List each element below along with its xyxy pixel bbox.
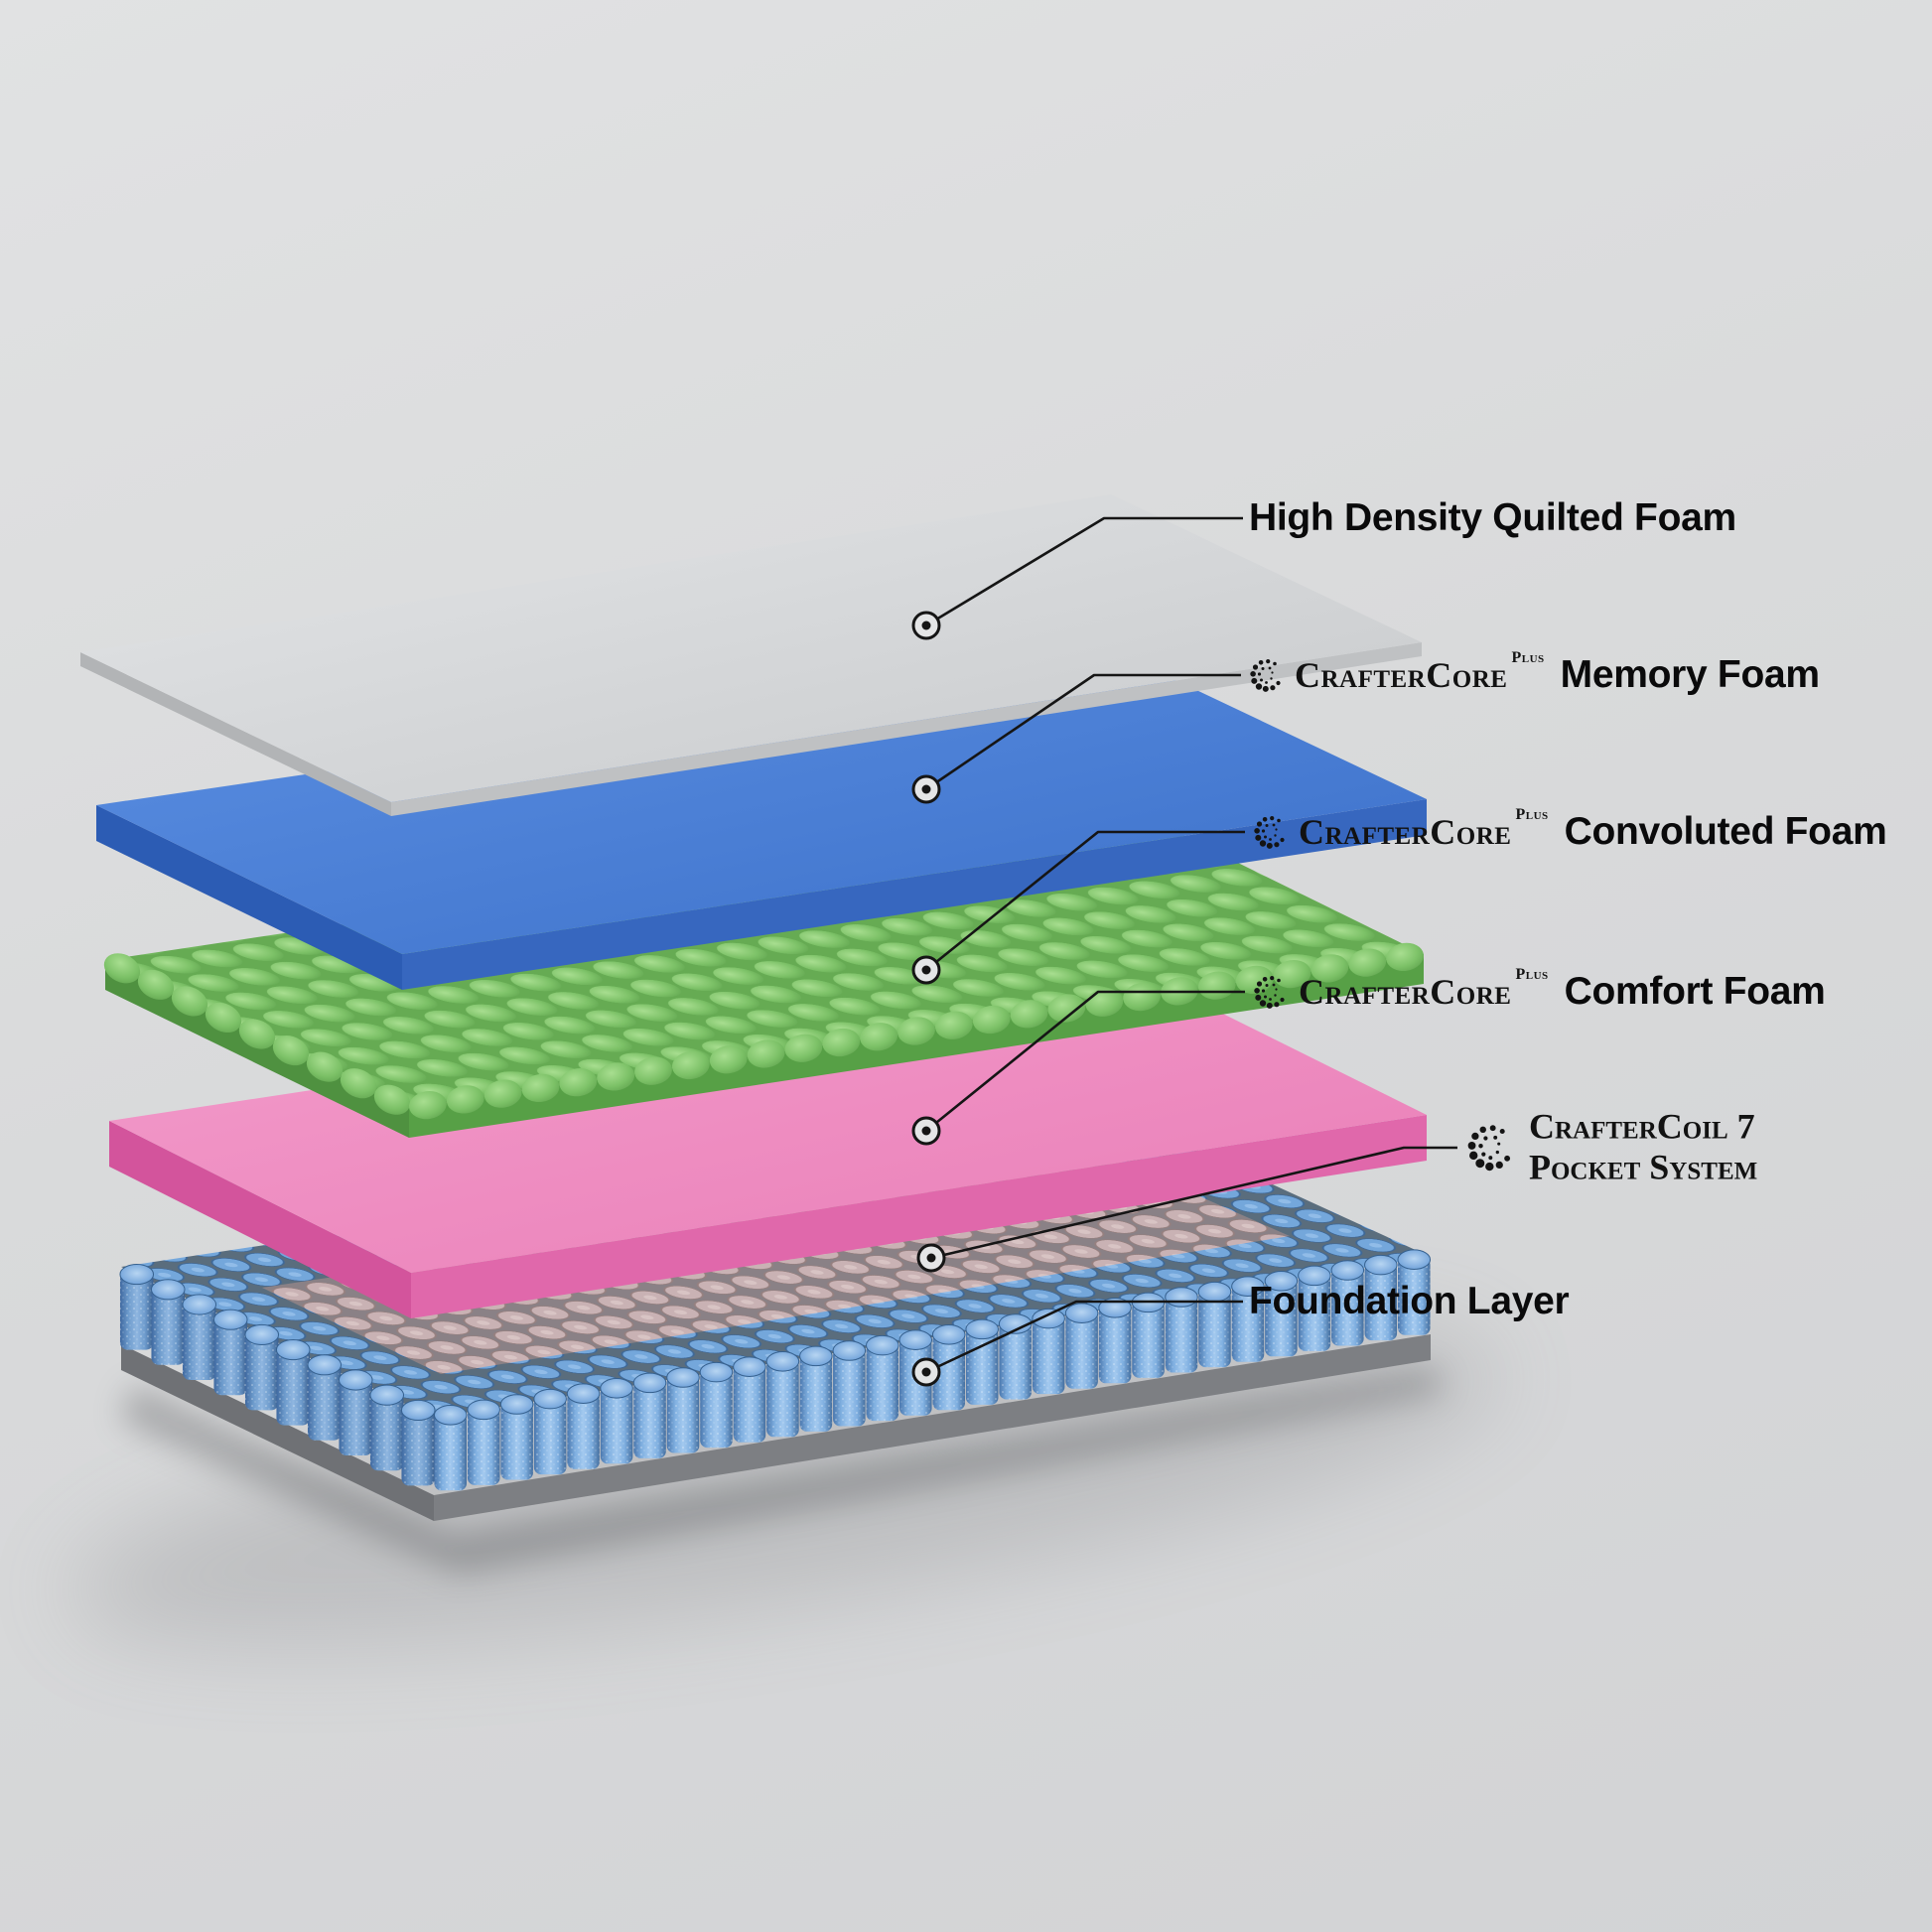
craftercoil-icon xyxy=(1463,1120,1519,1175)
leader-lines xyxy=(925,516,1457,1374)
leader-line-coil xyxy=(930,1146,1457,1260)
memory-label: Memory Foam xyxy=(1560,653,1820,696)
brand-sup: Plus xyxy=(1511,649,1545,666)
craftercoil-line1: CrafterCoil 7 xyxy=(1529,1106,1755,1147)
layer-quilted-foam xyxy=(80,494,1422,816)
memory-right-face xyxy=(402,799,1427,990)
coil-front-left-row xyxy=(119,1264,436,1486)
comfort-left-face xyxy=(109,1121,411,1318)
coil-front-right-row xyxy=(433,1249,1432,1491)
callout-coil: CrafterCoil 7 Pocket System xyxy=(1463,1107,1757,1189)
convoluted-edge-bumps-right xyxy=(409,942,1424,1120)
foundation-label: Foundation Layer xyxy=(1249,1280,1570,1322)
leader-line-memory xyxy=(925,673,1241,791)
leader-line-foundation xyxy=(925,1300,1243,1374)
marker-convoluted xyxy=(911,955,941,985)
quilted-top-face xyxy=(80,494,1422,802)
memory-top-face xyxy=(96,654,1427,954)
brand-text: CrafterCore xyxy=(1299,812,1512,852)
craftercore-icon xyxy=(1251,812,1291,852)
brand-sup: Plus xyxy=(1515,966,1549,983)
comfort-label: Comfort Foam xyxy=(1564,970,1826,1013)
leader-line-convoluted xyxy=(925,830,1245,972)
leader-line-quilted xyxy=(925,516,1243,627)
layer-foundation xyxy=(121,1334,1431,1521)
marker-coil xyxy=(916,1243,946,1273)
convoluted-edge-bumps-left xyxy=(103,953,411,1115)
brand-sup: Plus xyxy=(1515,806,1549,823)
callout-quilted: High Density Quilted Foam xyxy=(1249,496,1736,540)
craftercoil-line2: Pocket System xyxy=(1529,1148,1758,1187)
brand-text: CrafterCore xyxy=(1295,655,1508,695)
memory-left-face xyxy=(96,805,402,990)
quilted-left-face xyxy=(80,652,391,816)
callout-foundation: Foundation Layer xyxy=(1249,1280,1570,1323)
foundation-left-face xyxy=(121,1344,434,1521)
craftercore-icon xyxy=(1251,972,1291,1012)
layer-memory-foam xyxy=(96,654,1427,990)
leader-line-comfort xyxy=(925,990,1245,1133)
brand-text: CrafterCore xyxy=(1299,972,1512,1012)
foundation-right-face xyxy=(434,1334,1431,1521)
comfort-top-face xyxy=(109,966,1427,1273)
quilted-right-face xyxy=(391,642,1422,816)
craftercore-icon xyxy=(1247,655,1287,695)
marker-comfort xyxy=(911,1116,941,1146)
marker-quilted xyxy=(911,611,941,640)
layer-comfort-foam xyxy=(109,966,1427,1318)
marker-memory xyxy=(911,774,941,804)
callout-markers xyxy=(911,611,946,1387)
quilted-label: High Density Quilted Foam xyxy=(1249,496,1736,539)
craftercoil-label: CrafterCoil 7 Pocket System xyxy=(1529,1107,1757,1189)
marker-foundation xyxy=(911,1357,941,1387)
comfort-right-face xyxy=(411,1115,1427,1318)
convoluted-label: Convoluted Foam xyxy=(1564,810,1887,853)
